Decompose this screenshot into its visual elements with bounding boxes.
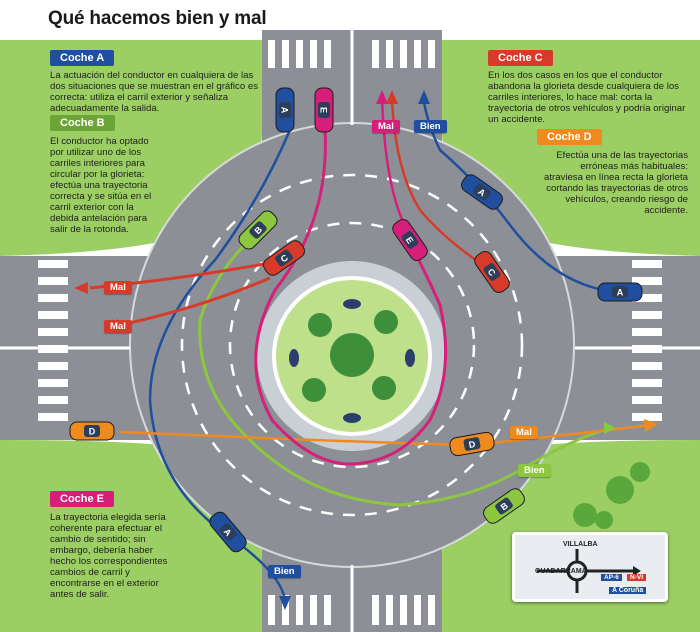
sign-destination: A Coruña xyxy=(609,587,647,594)
car-coche-a-north: A xyxy=(275,87,295,133)
tag-coche-a: Coche A xyxy=(50,50,115,66)
tag-coche-c: Coche C xyxy=(488,50,553,66)
car-coche-b-se: B xyxy=(483,488,525,524)
exit-arrows xyxy=(74,90,658,610)
sign-road-ap6: AP-6 xyxy=(601,574,622,581)
label-mal-west-1: Mal xyxy=(104,281,132,294)
car-letter: A xyxy=(280,107,290,114)
label-bien-south: Bien xyxy=(268,565,301,578)
tag-coche-d: Coche D xyxy=(537,129,602,145)
car-letter: E xyxy=(404,235,416,246)
car-coche-c-ne: C xyxy=(474,251,510,293)
car-letter: D xyxy=(468,439,477,450)
car-coche-e-north: E xyxy=(314,87,334,133)
label-mal-north: Mal xyxy=(372,120,400,133)
car-coche-a-ne: A xyxy=(461,174,503,210)
trajectory-coche-c-2 xyxy=(119,276,271,327)
car-letter: C xyxy=(279,252,290,264)
lane-dash-inner xyxy=(228,221,476,469)
desc-coche-c: En los dos casos en los que el conductor… xyxy=(488,70,686,125)
sign-guadarrama: GUADARRAMA xyxy=(535,568,587,575)
label-mal-east: Mal xyxy=(510,426,538,439)
car-coche-c-nw: C xyxy=(263,240,305,276)
car-letter: E xyxy=(319,107,329,113)
island-signs xyxy=(289,299,415,423)
car-letter: B xyxy=(499,500,510,512)
desc-coche-a: La actuación del conductor en cualquiera… xyxy=(50,70,258,114)
car-coche-b-nw: B xyxy=(238,210,278,250)
car-letter: A xyxy=(476,186,487,198)
sign-villalba: VILLALBA xyxy=(563,541,598,548)
trajectory-coche-e-1 xyxy=(254,129,448,466)
crosswalks xyxy=(38,40,662,625)
car-coche-e-ne: E xyxy=(392,219,428,261)
island-trees xyxy=(302,310,398,402)
direction-sign: VILLALBA GUADARRAMA AP-6 N-VI A Coruña xyxy=(512,532,668,602)
car-letter: C xyxy=(486,267,498,278)
car-coche-a-sw: A xyxy=(209,511,247,553)
desc-coche-e: La trayectoria elegida sería coherente p… xyxy=(50,512,168,600)
tag-coche-b: Coche B xyxy=(50,115,115,131)
trajectory-coche-c-3 xyxy=(390,97,491,272)
label-bien-north: Bien xyxy=(414,120,447,133)
desc-coche-b: El conductor ha optado por utilizar uno … xyxy=(50,136,152,235)
label-bien-east: Bien xyxy=(518,464,551,477)
label-mal-west-2: Mal xyxy=(104,320,132,333)
lane-dash-outer xyxy=(180,173,524,517)
car-coche-d-east: D xyxy=(449,431,495,457)
sign-roundabout-icon xyxy=(537,549,641,593)
desc-coche-d: Efectúa una de las trayectorias erróneas… xyxy=(544,150,688,216)
sign-road-nvi: N-VI xyxy=(627,574,646,581)
car-coche-a-east: A xyxy=(597,282,643,302)
car-letter: A xyxy=(222,527,234,539)
car-coche-d-west: D xyxy=(69,421,115,441)
car-letter: A xyxy=(617,288,624,298)
car-letter: D xyxy=(89,427,96,437)
page-title: Qué hacemos bien y mal xyxy=(48,8,267,29)
tag-coche-e: Coche E xyxy=(50,491,115,507)
